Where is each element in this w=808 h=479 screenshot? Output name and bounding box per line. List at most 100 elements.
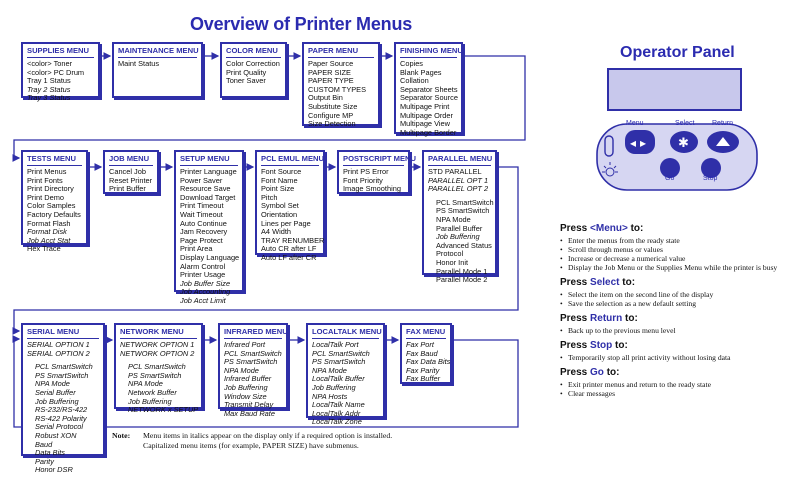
- menu-item: PARALLEL OPT 2: [428, 184, 489, 194]
- menu-item: CUSTOM TYPES: [308, 84, 367, 94]
- menu-item: PARALLEL OPT 1: [428, 175, 489, 185]
- heading-to: to:: [603, 367, 620, 378]
- menu-item: Job Acct Limit: [180, 295, 226, 305]
- return-button[interactable]: [707, 131, 739, 153]
- page-title: Overview of Printer Menus: [190, 14, 413, 34]
- supplies-menu-box: SUPPLIES MENU<color> Toner<color> PC Dru…: [21, 42, 100, 102]
- menu-item: Print Timeout: [180, 201, 224, 211]
- menu-item: Substitute Size: [308, 101, 358, 111]
- menu-item: Collation: [400, 76, 429, 86]
- note-line-2: Capitalized menu items (for example, PAP…: [143, 441, 359, 450]
- instruction-item: Increase or decrease a numerical value: [560, 254, 800, 263]
- heading-to: to:: [622, 313, 638, 324]
- menu-item: Resource Save: [180, 184, 231, 194]
- menu-item: Print Area: [180, 244, 213, 254]
- menu-item: NPA Mode: [128, 379, 163, 389]
- menu-item: Job Buffering: [35, 396, 79, 406]
- instruction-item: Temporarily stop all print activity with…: [560, 353, 800, 362]
- return-key-label: Return: [712, 120, 734, 127]
- select-key-label: Select: [675, 120, 695, 127]
- go-button[interactable]: [660, 158, 680, 178]
- menu-item: Factory Defaults: [27, 209, 81, 219]
- instruction-heading: Press <Menu> to:: [560, 223, 800, 235]
- menu-item: Output Bin: [308, 93, 343, 103]
- heading-press: Press: [560, 277, 591, 288]
- svg-text:▸: ▸: [640, 136, 646, 150]
- menu-item: Alarm Control: [180, 261, 226, 271]
- menu-item: Job Buffering: [436, 232, 480, 242]
- menu-item: PCL SmartSwitch: [436, 197, 494, 207]
- stop-button[interactable]: [701, 158, 721, 178]
- go-key-label: Go: [665, 175, 675, 182]
- menu-item: Format Flash: [27, 218, 71, 228]
- menu-item: Image Smoothing: [343, 184, 401, 194]
- menu-item: Point Size: [261, 184, 295, 194]
- menu-item: Auto Continue: [180, 218, 227, 228]
- menu-item: NPA Mode: [436, 214, 471, 224]
- menu-item: Fax Parity: [406, 365, 440, 375]
- menu-item: LocalTalk Addr: [312, 408, 361, 418]
- menu-item: NPA Mode: [35, 379, 70, 389]
- menu-item: STD PARALLEL: [428, 167, 482, 176]
- menu-item: Parallel Mode 1: [436, 266, 488, 276]
- instruction-heading: Press Stop to:: [560, 340, 800, 352]
- menu-item: PS SmartSwitch: [312, 357, 366, 367]
- menu-item: PCL SmartSwitch: [128, 362, 186, 372]
- menu-item: PCL SmartSwitch: [312, 348, 370, 358]
- menu-item: RS-232/RS-422: [35, 405, 88, 415]
- instruction-item: Back up to the previous menu level: [560, 326, 800, 335]
- menu-item: PAPER TYPE: [308, 76, 354, 86]
- menu-item: Copies: [400, 59, 424, 68]
- menu-item: Serial Buffer: [35, 387, 76, 397]
- menu-item: Cancel Job: [109, 167, 146, 176]
- instruction-list: Back up to the previous menu level: [560, 326, 800, 335]
- heading-to: to:: [612, 340, 628, 351]
- menu-item: Font Name: [261, 175, 298, 185]
- heading-press: Press: [560, 340, 591, 351]
- menu-item: Page Protect: [180, 235, 223, 245]
- instruction-item: Select the item on the second line of th…: [560, 290, 800, 299]
- menu-item: Multipage Print: [400, 101, 450, 111]
- job-menu-title: JOB MENU: [109, 154, 153, 166]
- operator-keypad: ◂ ▸ ✱ Menu Select Return Go Stop: [595, 118, 760, 192]
- menu-button[interactable]: ◂ ▸: [625, 130, 655, 154]
- menu-item: Print Demo: [27, 192, 64, 202]
- heading-press: Press: [560, 313, 591, 324]
- menu-item: Tray 1 Status: [27, 76, 71, 86]
- menu-item: Job Buffering: [128, 396, 172, 406]
- instruction-heading: Press Select to:: [560, 277, 800, 289]
- menu-item: Pitch: [261, 192, 278, 202]
- instruction-list: Exit printer menus and return to the rea…: [560, 380, 800, 398]
- menu-item: Job Buffer Size: [180, 278, 231, 288]
- menu-item: Lines per Page: [261, 218, 311, 228]
- menu-item: Maint Status: [118, 59, 160, 68]
- menu-item: PCL SmartSwitch: [35, 362, 93, 372]
- menu-item: A4 Width: [261, 227, 291, 237]
- menu-item: Paper Source: [308, 59, 354, 68]
- stop-key-label: Stop: [703, 175, 718, 182]
- heading-key: Go: [590, 367, 604, 378]
- menu-item: Window Size: [224, 391, 267, 401]
- instruction-item: Exit printer menus and return to the rea…: [560, 380, 800, 389]
- pcl-emul-menu-title: PCL EMUL MENU: [261, 154, 324, 166]
- heading-key: Stop: [590, 340, 613, 351]
- menu-item: <color> PC Drum: [27, 67, 85, 77]
- select-button[interactable]: ✱: [670, 131, 698, 153]
- menu-item: Print Directory: [27, 184, 74, 194]
- instruction-item: Save the selection as a new default sett…: [560, 299, 800, 308]
- menu-item: Format Disk: [27, 227, 67, 237]
- instruction-list: Select the item on the second line of th…: [560, 290, 800, 308]
- menu-item: <color> Toner: [27, 59, 73, 68]
- menu-item: PS SmartSwitch: [224, 357, 278, 367]
- tests-menu-title: TESTS MENU: [27, 154, 82, 166]
- heading-key: <Menu>: [590, 223, 628, 234]
- menu-item: Honor Init: [436, 257, 469, 267]
- menu-item: NPA Mode: [312, 365, 347, 375]
